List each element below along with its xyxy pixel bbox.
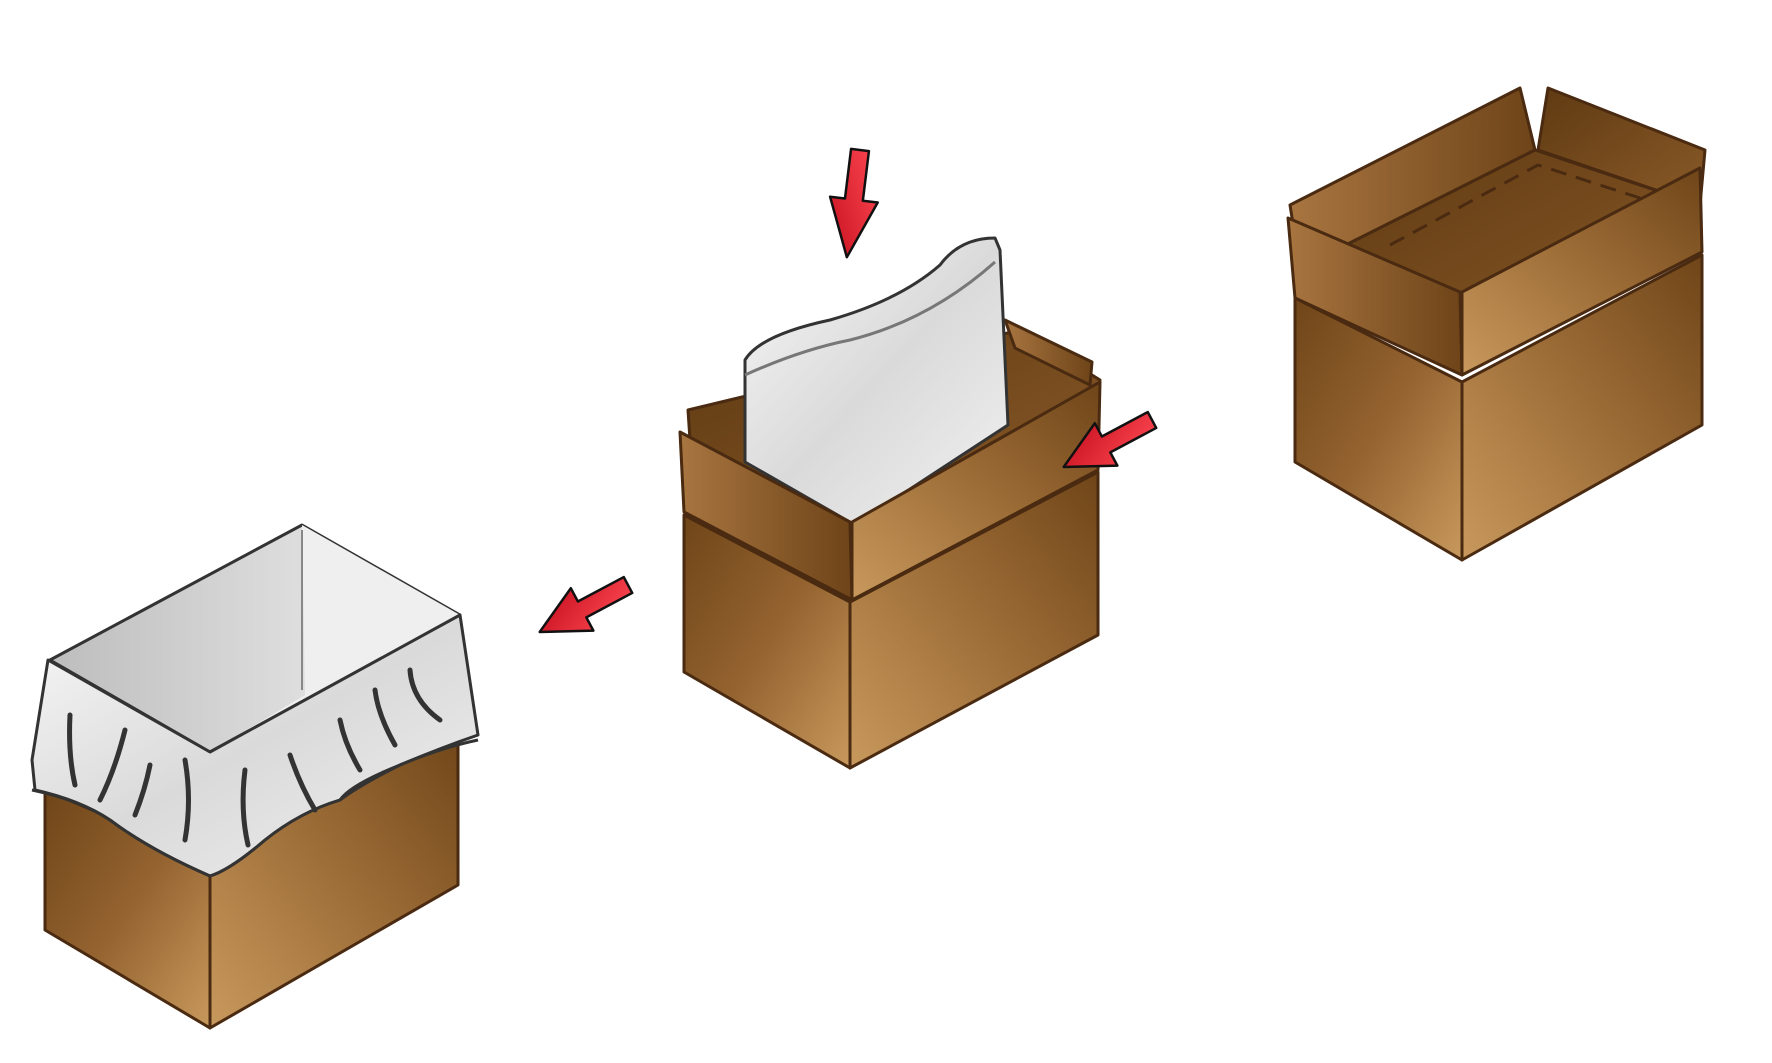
- arrow-down-icon: [828, 147, 879, 259]
- front-right-flap: [1460, 166, 1704, 377]
- box-front-face: [848, 470, 1100, 770]
- liner-bag: [743, 236, 1010, 527]
- liner-inner-wall: [210, 525, 460, 752]
- fold-line: [1389, 163, 1641, 247]
- liner-seal-line: [744, 260, 996, 377]
- arrow-open-box-to-insert-liner: [1062, 410, 1158, 469]
- arrow-insert-down: [828, 147, 879, 259]
- arrow-left-down-icon: [1062, 410, 1158, 469]
- back-flap: [1003, 318, 1094, 387]
- box-with-insulated-liner-icon: [678, 236, 1102, 770]
- arrow-insert-liner-to-folded: [538, 575, 634, 634]
- open-cardboard-box-icon: [1286, 86, 1707, 562]
- lined-box-folded-over-icon: [30, 523, 480, 1030]
- front-right-flap: [850, 380, 1102, 602]
- arrow-left-down-icon: [538, 575, 634, 634]
- box-front-face: [1460, 253, 1704, 562]
- skirt-pleats: [67, 667, 443, 848]
